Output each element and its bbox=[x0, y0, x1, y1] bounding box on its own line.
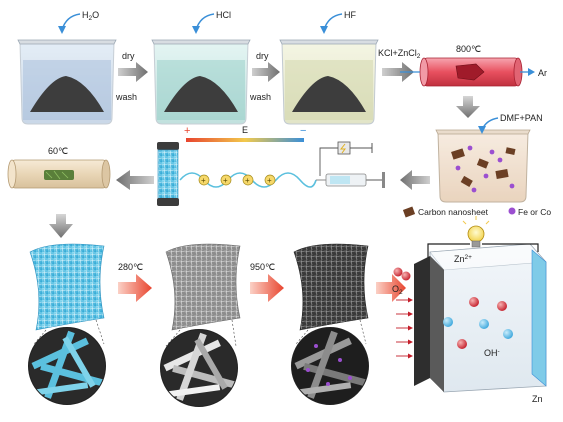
zinc-air-battery bbox=[393, 216, 547, 393]
process-arrow-7 bbox=[49, 214, 73, 238]
zinc-anode bbox=[531, 249, 547, 387]
hydroxide-ion bbox=[497, 301, 507, 311]
zinc-ion bbox=[479, 319, 489, 329]
process-arrow-1 bbox=[118, 62, 148, 82]
label-furnace-temp: 800℃ bbox=[456, 44, 481, 54]
beaker-dmf-pan bbox=[435, 129, 531, 203]
process-arrow-3 bbox=[382, 62, 414, 82]
beaker-water bbox=[17, 39, 117, 125]
beaker-hcl bbox=[151, 39, 251, 125]
label-anneal-280: 280℃ bbox=[118, 262, 143, 272]
label-zinc-anode: Zn bbox=[532, 394, 543, 404]
label-hf: HF bbox=[344, 10, 356, 20]
label-wash-1: wash bbox=[115, 92, 137, 102]
air-inflow-arrows bbox=[396, 297, 413, 359]
legend-swatch-metal bbox=[508, 207, 516, 215]
svg-text:+: + bbox=[223, 176, 228, 185]
svg-text:+: + bbox=[267, 176, 272, 185]
pour-arrow-hcl bbox=[192, 13, 215, 34]
process-arrow-6 bbox=[116, 170, 154, 190]
zinc-ion bbox=[443, 317, 453, 327]
process-arrow-5 bbox=[400, 170, 430, 190]
label-dry-2: dry bbox=[256, 51, 269, 61]
pour-arrow-hf bbox=[320, 13, 343, 34]
process-arrow-2 bbox=[252, 62, 280, 82]
label-oxygen: O2 bbox=[392, 284, 403, 296]
fiber-mat-pristine bbox=[29, 243, 105, 345]
label-hcl: HCl bbox=[216, 10, 231, 20]
label-hydroxide: OH- bbox=[484, 348, 500, 358]
zoom-circle-stabilized bbox=[160, 329, 238, 407]
field-minus: − bbox=[300, 125, 306, 137]
hydroxide-ion bbox=[457, 339, 467, 349]
svg-text:+: + bbox=[201, 176, 206, 185]
label-dry-1: dry bbox=[122, 51, 135, 61]
label-zn-ion: Zn2+ bbox=[454, 254, 472, 264]
drying-tube bbox=[7, 159, 111, 189]
pour-arrow-dmf bbox=[478, 117, 499, 134]
label-argon: Ar bbox=[538, 68, 547, 78]
fiber-mat-carbonized bbox=[293, 243, 369, 345]
legend-swatch-nanosheet bbox=[402, 206, 416, 218]
label-anneal-950: 950℃ bbox=[250, 262, 275, 272]
label-drying-temp: 60℃ bbox=[48, 146, 68, 156]
anneal-arrow-3 bbox=[376, 274, 406, 302]
process-arrow-4 bbox=[456, 96, 480, 118]
high-voltage-supply bbox=[319, 141, 373, 176]
beaker-hf bbox=[279, 39, 379, 125]
anneal-arrow-1 bbox=[118, 274, 152, 302]
label-dmf-pan: DMF+PAN bbox=[500, 113, 543, 123]
label-wash-2: wash bbox=[249, 92, 271, 102]
legend-metal: Fe or Co bbox=[518, 207, 551, 217]
svg-text:+: + bbox=[245, 176, 250, 185]
zinc-ion bbox=[503, 329, 513, 339]
electric-field-bar: + − E bbox=[184, 125, 306, 142]
oxygen-molecule bbox=[393, 267, 403, 277]
pour-arrow-water bbox=[58, 13, 81, 34]
anneal-arrow-2 bbox=[250, 274, 284, 302]
legend: Carbon nanosheet Fe or Co bbox=[402, 206, 551, 218]
field-label-e: E bbox=[242, 125, 248, 135]
light-bulb-icon bbox=[462, 216, 490, 248]
syringe bbox=[316, 172, 385, 188]
hydroxide-ion bbox=[469, 297, 479, 307]
zoom-circle-carbonized bbox=[291, 327, 369, 405]
fiber-collector bbox=[157, 142, 179, 206]
field-plus: + bbox=[184, 125, 190, 137]
charge-markers: + + + + bbox=[198, 174, 276, 186]
legend-nanosheet: Carbon nanosheet bbox=[418, 207, 489, 217]
label-water: H2O bbox=[82, 10, 99, 22]
zoom-circle-pristine bbox=[28, 327, 106, 405]
label-salt: KCl+ZnCl2 bbox=[378, 48, 421, 60]
tube-furnace bbox=[400, 57, 535, 87]
fiber-mat-stabilized bbox=[165, 243, 241, 347]
